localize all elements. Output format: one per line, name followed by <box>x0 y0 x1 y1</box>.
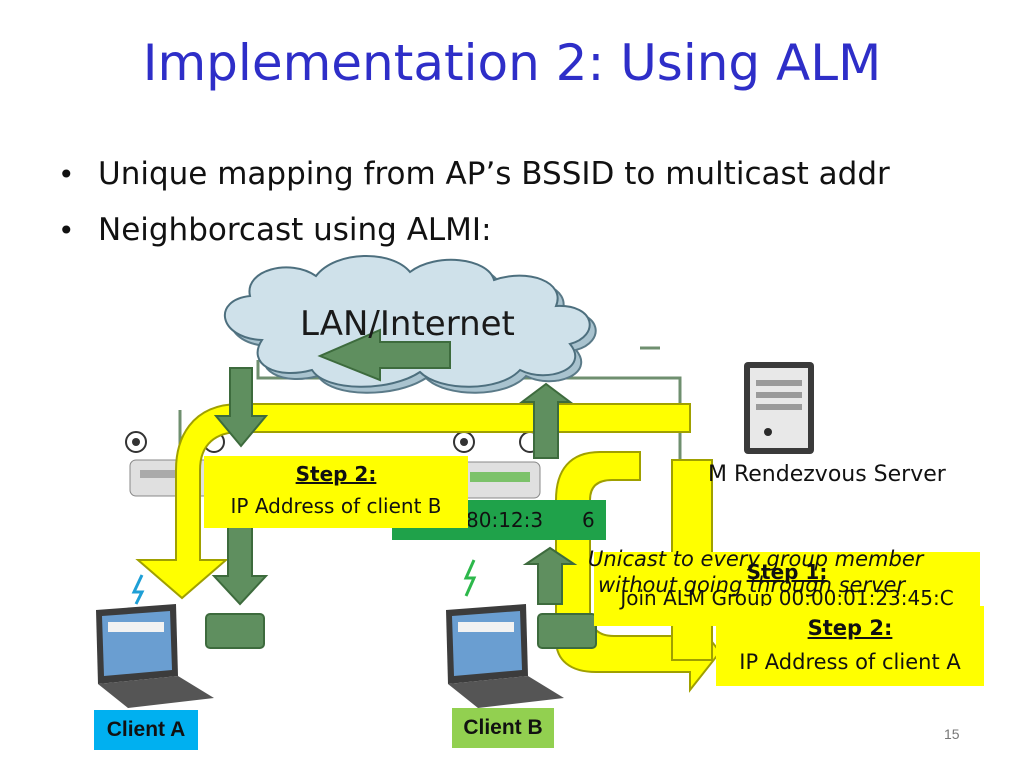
unicast-note: Unicast to every group member without go… <box>588 546 923 598</box>
bullet-text: Neighborcast using ALMI: <box>98 212 492 248</box>
bullet-text: Unique mapping from AP’s BSSID to multic… <box>98 156 890 192</box>
unicast-note-line: without going through server <box>598 573 906 597</box>
laptop-client-a-icon <box>96 604 214 708</box>
step1-heading: Step 1: <box>746 560 828 584</box>
step2-heading: Step 2: <box>807 616 893 640</box>
server-label: M Rendezvous Server <box>708 462 946 487</box>
step2-client-a-box: Step 2: IP Address of client A <box>716 606 984 686</box>
bullet-list: • Unique mapping from AP’s BSSID to mult… <box>58 146 890 258</box>
bullet-item: • Unique mapping from AP’s BSSID to mult… <box>58 146 890 202</box>
page-number: 15 <box>944 726 960 742</box>
cloud-label: LAN/Internet <box>300 304 515 344</box>
wireless-link-b-icon <box>463 559 477 597</box>
lan-internet-cloud <box>223 255 597 394</box>
client-a-label: Client A <box>94 710 198 750</box>
unicast-note-line: Unicast to every group member <box>588 547 924 571</box>
bssid-text-suffix: 6 <box>582 508 595 532</box>
laptop-client-b-icon <box>446 604 564 708</box>
step2-body: IP Address of client A <box>739 650 961 674</box>
step2-heading: Step 2: <box>295 462 377 486</box>
wireless-link-a-icon <box>131 574 145 605</box>
bullet-item: • Neighborcast using ALMI: <box>58 202 890 258</box>
green-arrows <box>205 328 597 649</box>
step2-client-b-box: Step 2: IP Address of client B <box>204 456 468 528</box>
step2-body: IP Address of client B <box>230 494 442 518</box>
bullet-dot-icon: • <box>58 213 75 247</box>
slide-title: Implementation 2: Using ALM <box>142 34 882 92</box>
bullet-dot-icon: • <box>58 157 75 191</box>
yellow-arrow-left <box>135 403 691 600</box>
bssid-text: 80:12:3 <box>466 508 544 532</box>
rendezvous-server-icon <box>744 362 814 454</box>
client-b-label: Client B <box>452 708 554 748</box>
